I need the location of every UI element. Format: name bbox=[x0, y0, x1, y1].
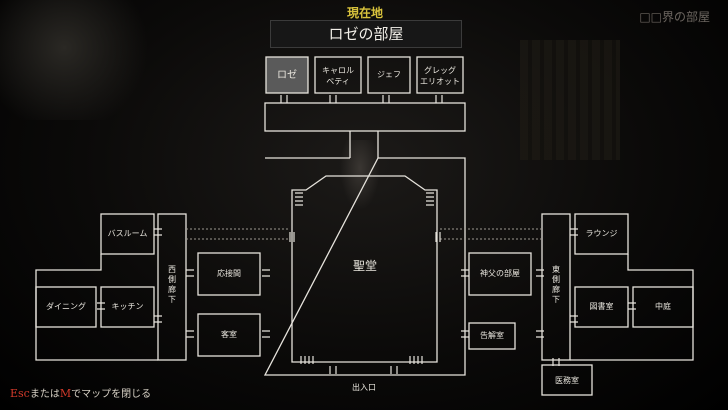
west-wing-connector bbox=[35, 254, 158, 361]
room-library[interactable] bbox=[574, 286, 629, 328]
label-library: 図書室 bbox=[589, 302, 614, 311]
room-infirmary[interactable] bbox=[541, 364, 593, 396]
label-bathroom: バスルーム bbox=[107, 229, 148, 238]
room-father[interactable] bbox=[468, 252, 532, 296]
room-kitchen[interactable] bbox=[100, 286, 155, 328]
room-west-corridor[interactable] bbox=[157, 213, 187, 361]
room-lounge[interactable] bbox=[574, 213, 629, 255]
room-carol-betty[interactable] bbox=[314, 56, 362, 94]
close-map-hint: EscまたはMでマップを閉じる bbox=[10, 385, 151, 400]
label-reception: 応接間 bbox=[217, 269, 241, 278]
label-confession: 告解室 bbox=[480, 331, 504, 340]
room-guest[interactable] bbox=[197, 313, 261, 357]
label-dining: ダイニング bbox=[46, 302, 86, 311]
label-entrance: 出入口 bbox=[352, 383, 376, 392]
label-greg: グレッグ bbox=[424, 66, 456, 75]
upper-corridor[interactable] bbox=[264, 102, 466, 132]
room-reception[interactable] bbox=[197, 252, 261, 296]
sanctuary-outer-wall bbox=[263, 157, 466, 376]
label-kitchen: キッチン bbox=[111, 302, 144, 311]
upper-connector bbox=[349, 131, 379, 158]
label-father: 神父の部屋 bbox=[480, 269, 520, 278]
m-key-label: M bbox=[59, 387, 72, 400]
label-lounge: ラウンジ bbox=[585, 229, 618, 238]
label-infirmary: 医務室 bbox=[555, 376, 579, 385]
hint-or: または bbox=[29, 389, 60, 400]
room-bathroom[interactable] bbox=[100, 213, 155, 255]
label-elliot: エリオット bbox=[420, 77, 460, 86]
door-markers bbox=[97, 95, 636, 374]
west-passage bbox=[186, 228, 290, 240]
label-guest: 客室 bbox=[221, 330, 237, 339]
label-courtyard: 中庭 bbox=[655, 302, 671, 311]
esc-key-label: Esc bbox=[10, 387, 30, 400]
label-roze: ロゼ bbox=[277, 70, 297, 81]
east-wing-connector bbox=[570, 254, 694, 361]
hint-close-map: でマップを閉じる bbox=[71, 389, 152, 400]
current-room-name: ロゼの部屋 bbox=[270, 20, 462, 48]
room-jeff[interactable] bbox=[367, 56, 411, 94]
label-sanctuary: 聖堂 bbox=[352, 259, 377, 273]
corner-title: □□界の部屋 bbox=[639, 10, 710, 24]
label-jeff: ジェフ bbox=[377, 70, 401, 79]
current-location-label: 現在地 bbox=[346, 6, 383, 20]
label-carol: キャロル bbox=[322, 66, 354, 75]
label-east-corridor: 東側廊下 bbox=[552, 265, 560, 304]
room-east-corridor[interactable] bbox=[541, 213, 571, 361]
room-roze[interactable] bbox=[265, 56, 309, 94]
room-sanctuary[interactable] bbox=[291, 175, 438, 363]
room-dining[interactable] bbox=[35, 286, 97, 328]
room-greg-elliot[interactable] bbox=[416, 56, 464, 94]
east-passage bbox=[440, 228, 542, 240]
label-west-corridor: 西側廊下 bbox=[168, 265, 176, 304]
label-betty: ベティ bbox=[326, 77, 350, 86]
room-confession[interactable] bbox=[468, 322, 516, 350]
